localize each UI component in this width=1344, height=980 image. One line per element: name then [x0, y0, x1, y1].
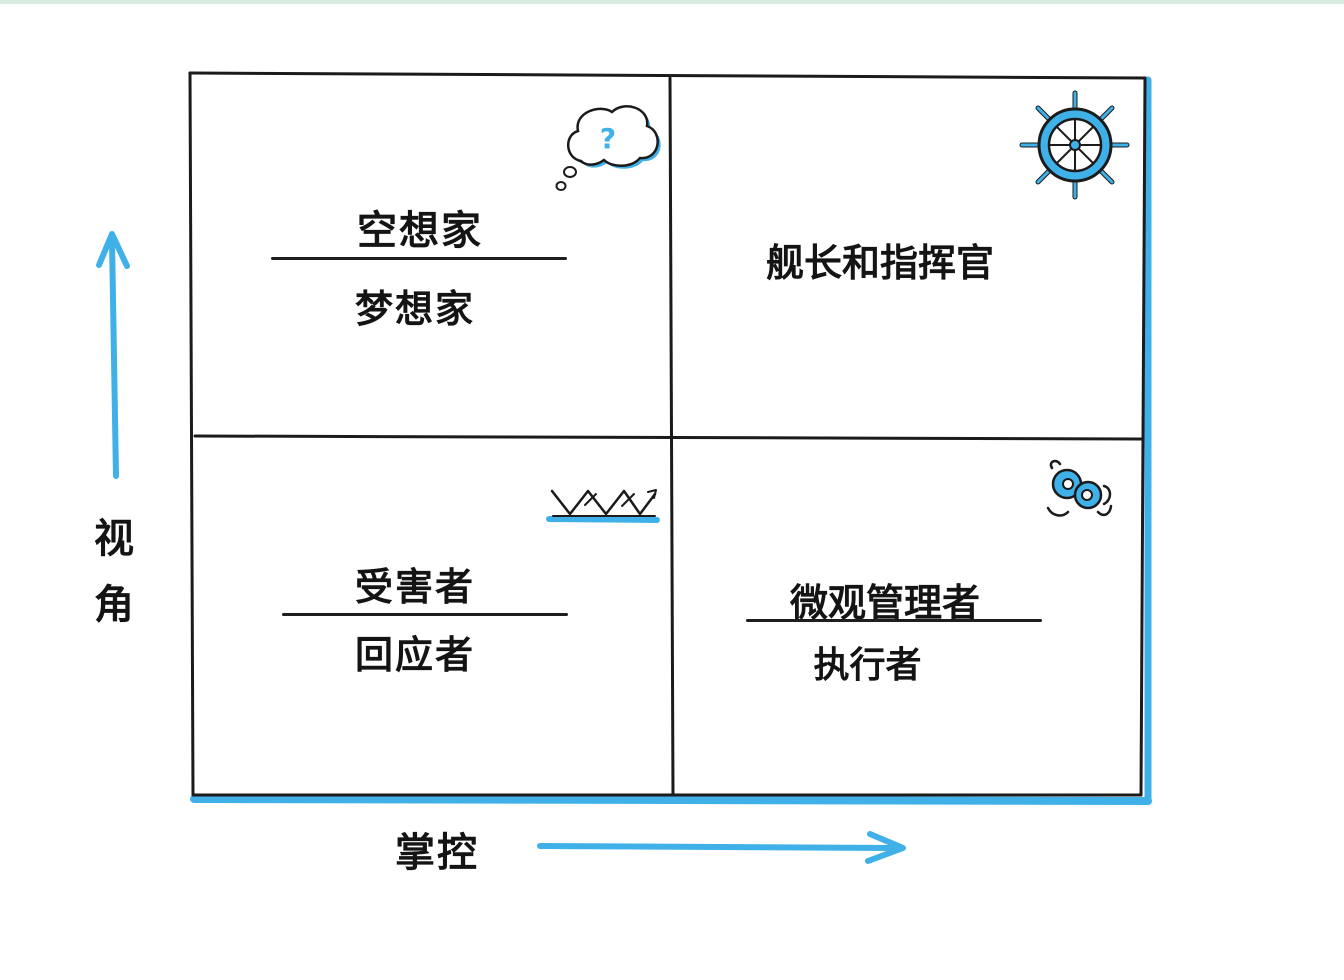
- thought-bubble-question-icon: ?: [555, 105, 661, 191]
- quadrant-frame: [188, 71, 1147, 797]
- bottom-right-divider: [746, 619, 1042, 622]
- top-left-secondary-label: 梦想家: [354, 287, 475, 331]
- y-axis-label: 视角: [94, 516, 134, 628]
- top-left-divider: [271, 257, 567, 260]
- top-left-primary-label: 空想家: [357, 208, 483, 254]
- bottom-right-secondary-label: 执行者: [813, 645, 922, 686]
- x-axis-label: 掌控: [395, 830, 479, 876]
- zigzag-arrows-icon: [546, 489, 660, 523]
- top-strip: [0, 0, 1344, 4]
- spinning-tangle-icon: [1046, 459, 1113, 517]
- svg-text:?: ?: [600, 122, 616, 155]
- bottom-right-primary-label: 微观管理者: [789, 581, 980, 625]
- y-axis-arrow: [96, 231, 130, 479]
- ship-wheel-icon: [1019, 90, 1130, 200]
- x-axis-arrow: [537, 831, 906, 864]
- top-right-primary-label: 舰长和指挥官: [765, 241, 994, 285]
- bottom-left-secondary-label: 回应者: [354, 633, 475, 677]
- bottom-left-primary-label: 受害者: [354, 565, 475, 609]
- frame-shadow: [190, 76, 1152, 805]
- bottom-left-divider: [282, 613, 568, 616]
